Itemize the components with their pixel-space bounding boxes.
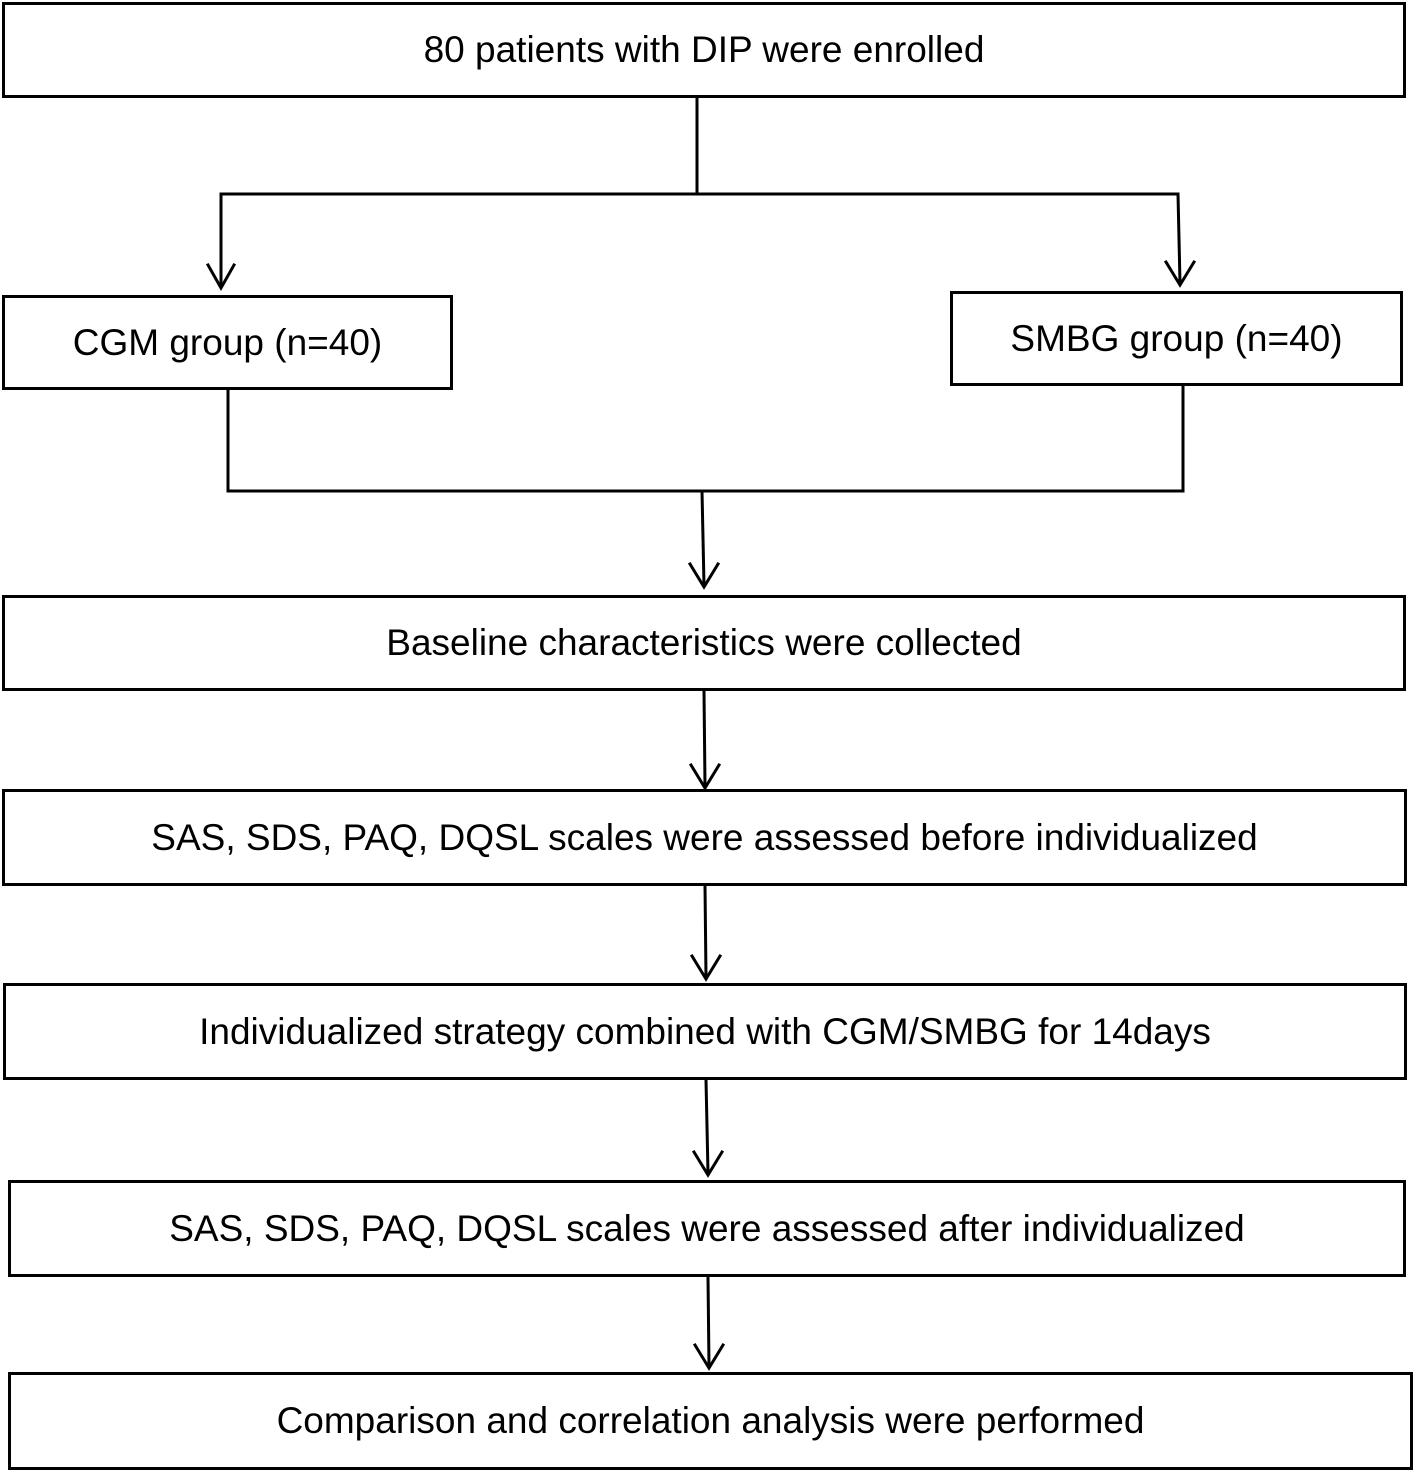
arrow-to-analysis-head — [692, 1342, 726, 1371]
step-strategy-box: Individualized strategy combined with CG… — [3, 983, 1407, 1080]
arrow-to-strategy-shaft — [703, 884, 708, 979]
cgm-group-box: CGM group (n=40) — [2, 295, 453, 390]
step-assessed-before-box: SAS, SDS, PAQ, DQSL scales were assessed… — [2, 789, 1407, 886]
arrow-to-cgm-head — [205, 262, 237, 292]
arrow-to-before-head — [688, 762, 722, 791]
arrow-to-after-head — [691, 1149, 725, 1178]
step-analysis-box: Comparison and correlation analysis were… — [8, 1372, 1413, 1470]
arrow-to-before-shaft — [702, 689, 707, 788]
arrow-to-baseline-head — [687, 561, 721, 590]
step-baseline-label: Baseline characteristics were collected — [386, 622, 1022, 663]
arrow-to-analysis-shaft — [706, 1275, 711, 1368]
step-assessed-after-box: SAS, SDS, PAQ, DQSL scales were assessed… — [8, 1180, 1406, 1277]
arrow-to-strategy-head — [689, 953, 723, 982]
arrow-to-after-shaft — [704, 1078, 710, 1175]
step-assessed-before-label: SAS, SDS, PAQ, DQSL scales were assessed… — [151, 816, 1258, 858]
step-baseline-box: Baseline characteristics were collected — [2, 595, 1406, 691]
smbg-group-label: SMBG group (n=40) — [1010, 317, 1343, 359]
arrow-to-smbg-shaft — [1176, 192, 1182, 285]
step-analysis-label: Comparison and correlation analysis were… — [276, 1400, 1145, 1441]
step-assessed-after-label: SAS, SDS, PAQ, DQSL scales were assessed… — [169, 1207, 1245, 1249]
arrow-to-smbg-head — [1163, 259, 1197, 288]
arrow-to-baseline-shaft — [700, 489, 706, 587]
cgm-group-label: CGM group (n=40) — [72, 321, 383, 363]
step-enrolled-label: 80 patients with DIP were enrolled — [423, 29, 985, 70]
step-strategy-label: Individualized strategy combined with CG… — [199, 1010, 1211, 1052]
step-enrolled-box: 80 patients with DIP were enrolled — [2, 2, 1406, 98]
smbg-group-box: SMBG group (n=40) — [950, 291, 1403, 386]
